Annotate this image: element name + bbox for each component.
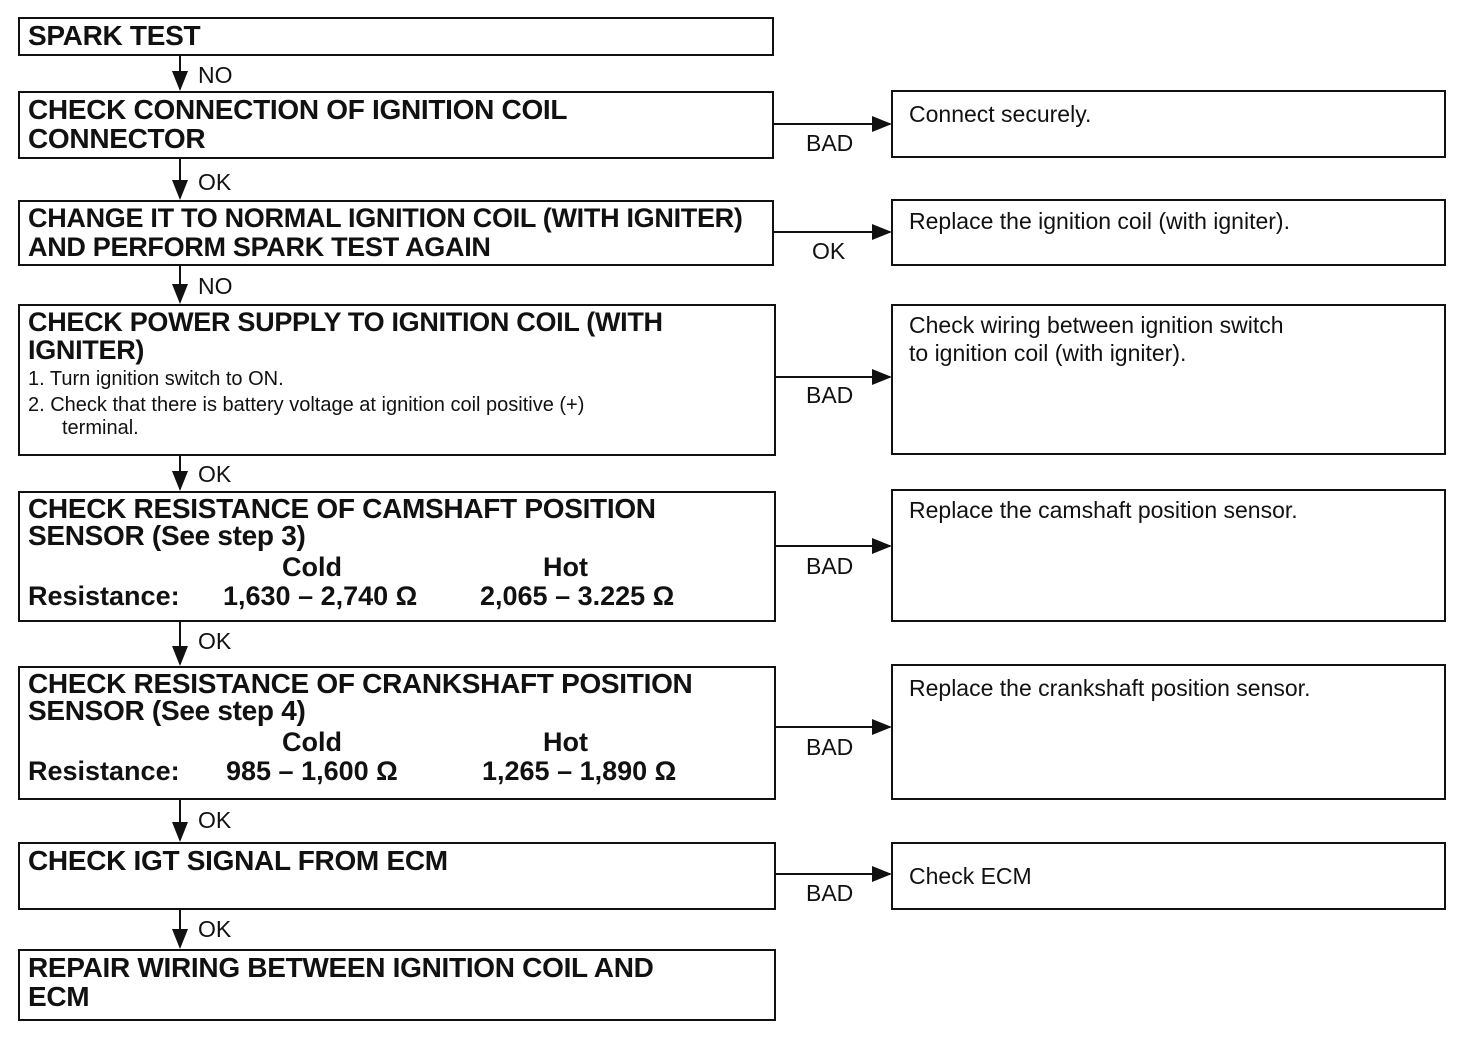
down-label: NO (198, 62, 233, 88)
result-text: to ignition coil (with igniter). (909, 340, 1187, 366)
cold-value: 985 – 1,600 Ω (226, 756, 398, 786)
down-label: OK (198, 916, 232, 942)
step-repair-wiring: REPAIR WIRING BETWEEN IGNITION COIL AND … (18, 949, 776, 1021)
branch-label: BAD (806, 130, 854, 156)
branch-label: BAD (806, 880, 854, 906)
step-check-power-supply: CHECK POWER SUPPLY TO IGNITION COIL (WIT… (18, 304, 776, 456)
down-label: OK (198, 461, 232, 487)
hot-header: Hot (543, 552, 588, 582)
branch-label: BAD (806, 734, 854, 760)
step-title: CHECK RESISTANCE OF CAMSHAFT POSITION SE… (28, 493, 656, 551)
step-check-camshaft-sensor: CHECK RESISTANCE OF CAMSHAFT POSITION SE… (18, 491, 776, 622)
result-check-wiring: Check wiring between ignition switch to … (891, 304, 1446, 455)
result-connect-securely: Connect securely. (891, 90, 1446, 158)
result-replace-coil: Replace the ignition coil (with igniter)… (891, 199, 1446, 266)
step-title: REPAIR WIRING BETWEEN IGNITION COIL AND … (28, 952, 654, 1012)
hot-header: Hot (543, 727, 588, 757)
step-title: CHECK RESISTANCE OF CRANKSHAFT POSITION … (28, 668, 693, 726)
cold-header: Cold (282, 552, 342, 582)
resistance-table: Cold Hot Resistance: 1,630 – 2,740 Ω 2,0… (28, 549, 766, 611)
down-label: OK (198, 628, 232, 654)
result-replace-camshaft-sensor: Replace the camshaft position sensor. (891, 489, 1446, 622)
cold-value: 1,630 – 2,740 Ω (223, 581, 418, 611)
down-label: OK (198, 807, 232, 833)
hot-value: 2,065 – 3.225 Ω (480, 581, 675, 611)
step-title: SPARK TEST (28, 20, 201, 51)
down-label: OK (198, 169, 232, 195)
result-text: Replace the crankshaft position sensor. (909, 675, 1311, 701)
step-title: CHANGE IT TO NORMAL IGNITION COIL (WITH … (28, 203, 743, 262)
result-text: Check ECM (909, 863, 1032, 889)
cold-header: Cold (282, 727, 342, 757)
instruction-item: 2. Check that there is battery voltage a… (28, 394, 585, 416)
instruction-item: terminal. (62, 417, 139, 439)
hot-value: 1,265 – 1,890 Ω (482, 756, 677, 786)
resistance-label: Resistance: (28, 756, 180, 786)
step-spark-test: SPARK TEST (18, 17, 774, 56)
result-replace-crankshaft-sensor: Replace the crankshaft position sensor. (891, 664, 1446, 800)
step-check-crankshaft-sensor: CHECK RESISTANCE OF CRANKSHAFT POSITION … (18, 666, 776, 800)
branch-label: OK (812, 238, 846, 264)
instruction-item: 1. Turn ignition switch to ON. (28, 368, 284, 390)
step-change-coil: CHANGE IT TO NORMAL IGNITION COIL (WITH … (18, 200, 774, 266)
down-label: NO (198, 273, 233, 299)
result-text: Check wiring between ignition switch (909, 312, 1284, 338)
result-text: Replace the ignition coil (with igniter)… (909, 208, 1290, 234)
step-title: CHECK POWER SUPPLY TO IGNITION COIL (WIT… (28, 307, 663, 365)
result-text: Connect securely. (909, 101, 1092, 127)
branch-label: BAD (806, 382, 854, 408)
resistance-table: Cold Hot Resistance: 985 – 1,600 Ω 1,265… (28, 724, 766, 786)
result-check-ecm: Check ECM (891, 842, 1446, 910)
instruction-list: 1. Turn ignition switch to ON. 2. Check … (28, 366, 766, 438)
result-text: Replace the camshaft position sensor. (909, 497, 1298, 523)
step-check-igt-signal: CHECK IGT SIGNAL FROM ECM (18, 842, 776, 910)
resistance-label: Resistance: (28, 581, 180, 611)
step-title: CHECK IGT SIGNAL FROM ECM (28, 845, 448, 876)
step-title: CHECK CONNECTION OF IGNITION COIL CONNEC… (28, 94, 567, 154)
step-check-coil-connector: CHECK CONNECTION OF IGNITION COIL CONNEC… (18, 91, 774, 159)
branch-label: BAD (806, 553, 854, 579)
